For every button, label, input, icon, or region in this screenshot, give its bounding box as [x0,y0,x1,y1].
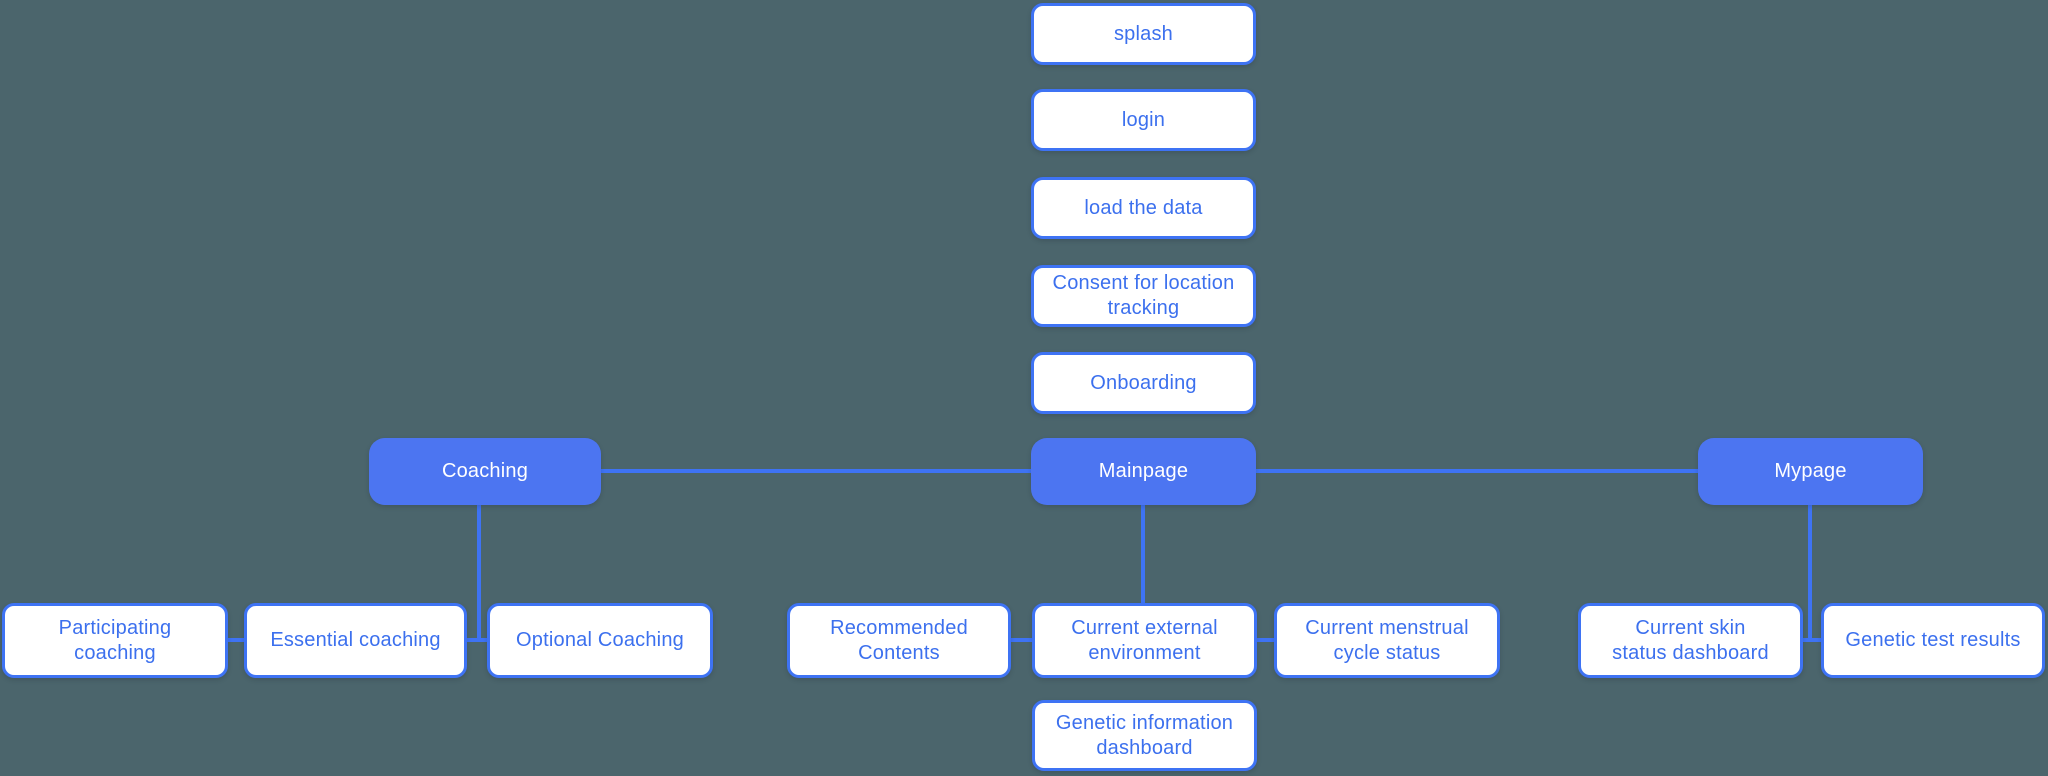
connector-mypage-down [1808,500,1812,642]
connector-essential-optional-link [465,638,489,642]
node-genetic-test-results[interactable]: Genetic test results [1821,603,2045,678]
node-label-current-external-environment: Current external environment [1071,616,1218,664]
node-recommended-contents[interactable]: Recommended Contents [787,603,1011,678]
node-current-external-environment[interactable]: Current external environment [1032,603,1257,678]
node-label-genetic-information-dashboard: Genetic information dashboard [1055,711,1234,759]
node-label-current-skin-status-dashboard: Current skin status dashboard [1612,616,1769,664]
node-label-genetic-test-results: Genetic test results [1845,629,2021,651]
node-label-coaching: Coaching [441,460,529,482]
node-label-consent-location-tracking: Consent for location tracking [1052,272,1235,319]
node-mypage[interactable]: Mypage [1698,438,1923,505]
node-current-skin-status-dashboard[interactable]: Current skin status dashboard [1578,603,1803,678]
node-label-splash: splash [1113,22,1173,45]
node-consent-location-tracking[interactable]: Consent for location tracking [1031,265,1256,327]
node-label-participating-coaching: Participating coaching [58,616,172,664]
node-label-recommended-contents: Recommended Contents [830,616,968,664]
node-label-optional-coaching: Optional Coaching [516,629,684,651]
node-onboarding[interactable]: Onboarding [1031,352,1256,414]
node-participating-coaching[interactable]: Participating coaching [2,603,228,678]
connector-skin-genetictest-link [1801,638,1823,642]
node-label-load-the-data: load the data [1084,196,1203,219]
node-current-menstrual-cycle-status[interactable]: Current menstrual cycle status [1274,603,1500,678]
node-label-current-menstrual-cycle-status: Current menstrual cycle status [1305,616,1469,664]
connector-recommended-currentext-link [1009,638,1034,642]
connector-mainpage-down [1141,500,1145,610]
node-label-mainpage: Mainpage [1098,460,1189,482]
node-optional-coaching[interactable]: Optional Coaching [487,603,713,678]
node-load-the-data[interactable]: load the data [1031,177,1256,239]
node-coaching[interactable]: Coaching [369,438,601,505]
node-mainpage[interactable]: Mainpage [1031,438,1256,505]
node-splash[interactable]: splash [1031,3,1256,65]
node-essential-coaching[interactable]: Essential coaching [244,603,467,678]
node-login[interactable]: login [1031,89,1256,151]
node-label-onboarding: Onboarding [1090,371,1197,394]
node-label-mypage: Mypage [1774,460,1847,482]
connector-mainpage-to-mypage [1254,469,1700,473]
connector-participating-essential-link [226,638,246,642]
connector-coaching-to-mainpage [599,469,1033,473]
node-label-essential-coaching: Essential coaching [270,629,441,651]
connector-coaching-down [477,500,481,642]
node-label-login: login [1121,108,1166,131]
node-genetic-information-dashboard[interactable]: Genetic information dashboard [1032,700,1257,771]
connector-currentext-menstrual-link [1255,638,1276,642]
